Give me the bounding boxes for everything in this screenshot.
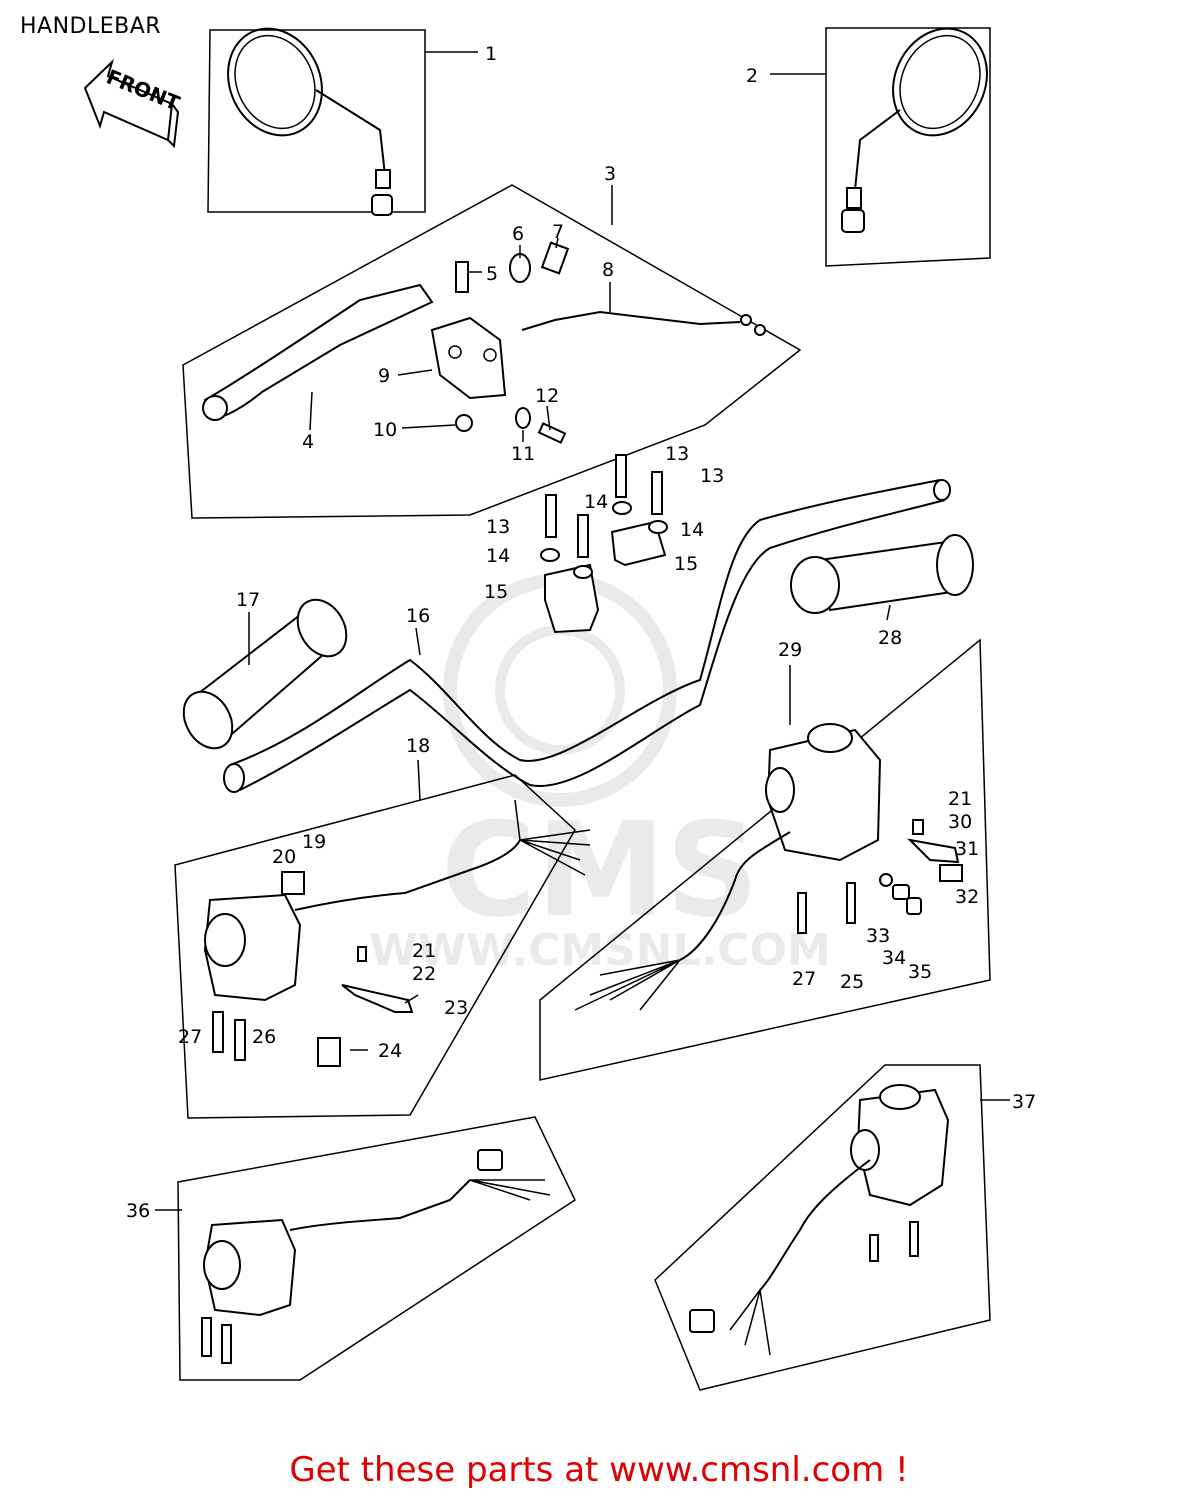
callout-12: 12 (535, 385, 559, 407)
callout-1: 1 (485, 43, 497, 65)
callout-22: 22 (412, 963, 436, 985)
grip-left (182, 598, 348, 750)
callout-9: 9 (378, 365, 390, 387)
left-switch-assembly (174, 774, 591, 1119)
front-arrow-icon: FRONT (83, 58, 183, 149)
front-label: FRONT (103, 64, 183, 115)
callout-28: 28 (878, 627, 902, 649)
callout-6: 6 (512, 223, 524, 245)
callout-15a: 15 (674, 553, 698, 575)
callout-16: 16 (406, 605, 430, 627)
callout-17: 17 (236, 589, 260, 611)
watermark: CMS WWW.CMSNL.COM (369, 573, 831, 976)
switch-37 (654, 1064, 991, 1391)
switch-36 (177, 1116, 576, 1381)
callout-37: 37 (1012, 1091, 1036, 1113)
callout-14c: 14 (486, 545, 510, 567)
callout-27b: 27 (792, 968, 816, 990)
lever-assembly (182, 184, 802, 519)
callout-34: 34 (882, 947, 906, 969)
callout-31: 31 (955, 838, 979, 860)
callout-5: 5 (486, 263, 498, 285)
callout-36: 36 (126, 1200, 150, 1222)
callout-14a: 14 (584, 491, 608, 513)
grip-right (790, 534, 974, 614)
callout-18: 18 (406, 735, 430, 757)
leader-lines (155, 51, 1010, 1211)
callout-29: 29 (778, 639, 802, 661)
right-switch-assembly (539, 638, 991, 1081)
callout-21a: 21 (948, 788, 972, 810)
handlebar-clamps (540, 454, 668, 634)
callout-13b: 13 (700, 465, 724, 487)
callout-32: 32 (955, 886, 979, 908)
callout-11: 11 (511, 443, 535, 465)
callout-labels: 1 2 3 4 5 6 7 8 9 10 11 12 13 13 13 14 1… (126, 43, 1036, 1222)
callout-27a: 27 (178, 1026, 202, 1048)
callout-30: 30 (948, 811, 972, 833)
callout-24: 24 (378, 1040, 402, 1062)
page-title: HANDLEBAR (20, 14, 162, 39)
handlebar-tube (223, 479, 951, 793)
callout-7: 7 (552, 221, 564, 243)
footer-link-text[interactable]: Get these parts at www.cmsnl.com ! (289, 1450, 909, 1490)
callout-4: 4 (302, 431, 314, 453)
callout-2: 2 (746, 65, 758, 87)
callout-19: 19 (302, 831, 326, 853)
callout-23: 23 (444, 997, 468, 1019)
callout-25: 25 (840, 971, 864, 993)
callout-21b: 21 (412, 940, 436, 962)
callout-26: 26 (252, 1026, 276, 1048)
callout-14b: 14 (680, 519, 704, 541)
callout-15b: 15 (484, 581, 508, 603)
callout-10: 10 (373, 419, 397, 441)
mirror-left (207, 27, 426, 216)
callout-3: 3 (604, 163, 616, 185)
callout-13c: 13 (486, 516, 510, 538)
callout-13a: 13 (665, 443, 689, 465)
callout-20: 20 (272, 846, 296, 868)
callout-8: 8 (602, 259, 614, 281)
mirror-right (825, 27, 991, 267)
callout-33: 33 (866, 925, 890, 947)
callout-35: 35 (908, 961, 932, 983)
watermark-brand: CMS (441, 794, 759, 946)
